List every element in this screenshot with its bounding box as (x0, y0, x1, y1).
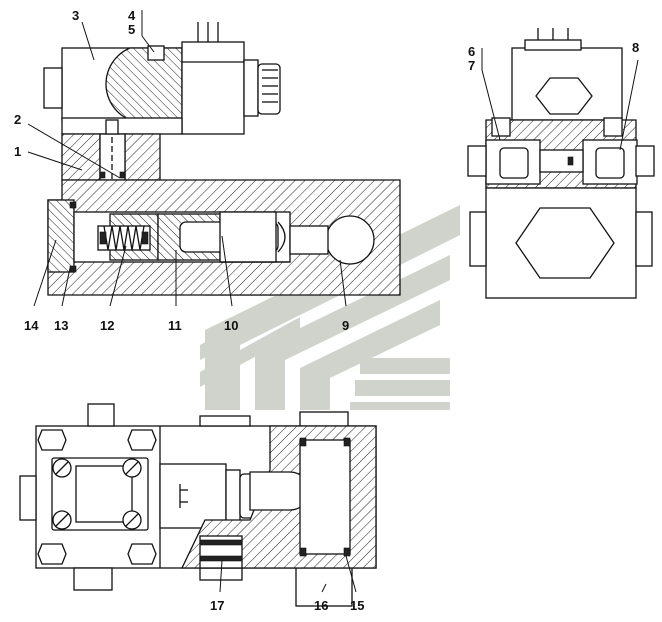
plan-section-view (19, 403, 377, 607)
callout-13: 13 (54, 318, 68, 333)
callout-6: 6 (468, 44, 475, 59)
coil-section (105, 47, 183, 124)
connector-body (181, 41, 245, 135)
callout-11: 11 (168, 318, 182, 333)
callout-3: 3 (72, 8, 79, 23)
callout-1: 1 (14, 144, 21, 159)
hex-nut-base (515, 207, 615, 279)
callout-15: 15 (350, 598, 364, 613)
ball-9 (325, 215, 375, 265)
callout-10: 10 (224, 318, 238, 333)
callout-14: 14 (24, 318, 39, 333)
callout-17: 17 (210, 598, 224, 613)
callout-4: 4 (128, 8, 136, 23)
leader-lines (27, 10, 639, 593)
callout-12: 12 (100, 318, 114, 333)
end-view (467, 28, 655, 299)
callout-2: 2 (14, 112, 21, 127)
connector-nut (257, 63, 281, 115)
callout-16: 16 (314, 598, 328, 613)
left-cap (43, 67, 63, 109)
hex-nut-top (535, 77, 593, 115)
end-cap-14 (47, 199, 75, 273)
callout-5: 5 (128, 22, 135, 37)
connector-plan (159, 463, 227, 529)
side-section-view (43, 22, 401, 296)
bore-15 (299, 439, 351, 555)
screw-head-4 (147, 45, 165, 61)
callout-8: 8 (632, 40, 639, 55)
callout-labels: 3 4 5 2 1 14 13 12 11 10 9 6 7 8 17 16 1… (14, 8, 639, 613)
callout-9: 9 (342, 318, 349, 333)
callout-7: 7 (468, 58, 475, 73)
body-section-1 (61, 133, 101, 181)
